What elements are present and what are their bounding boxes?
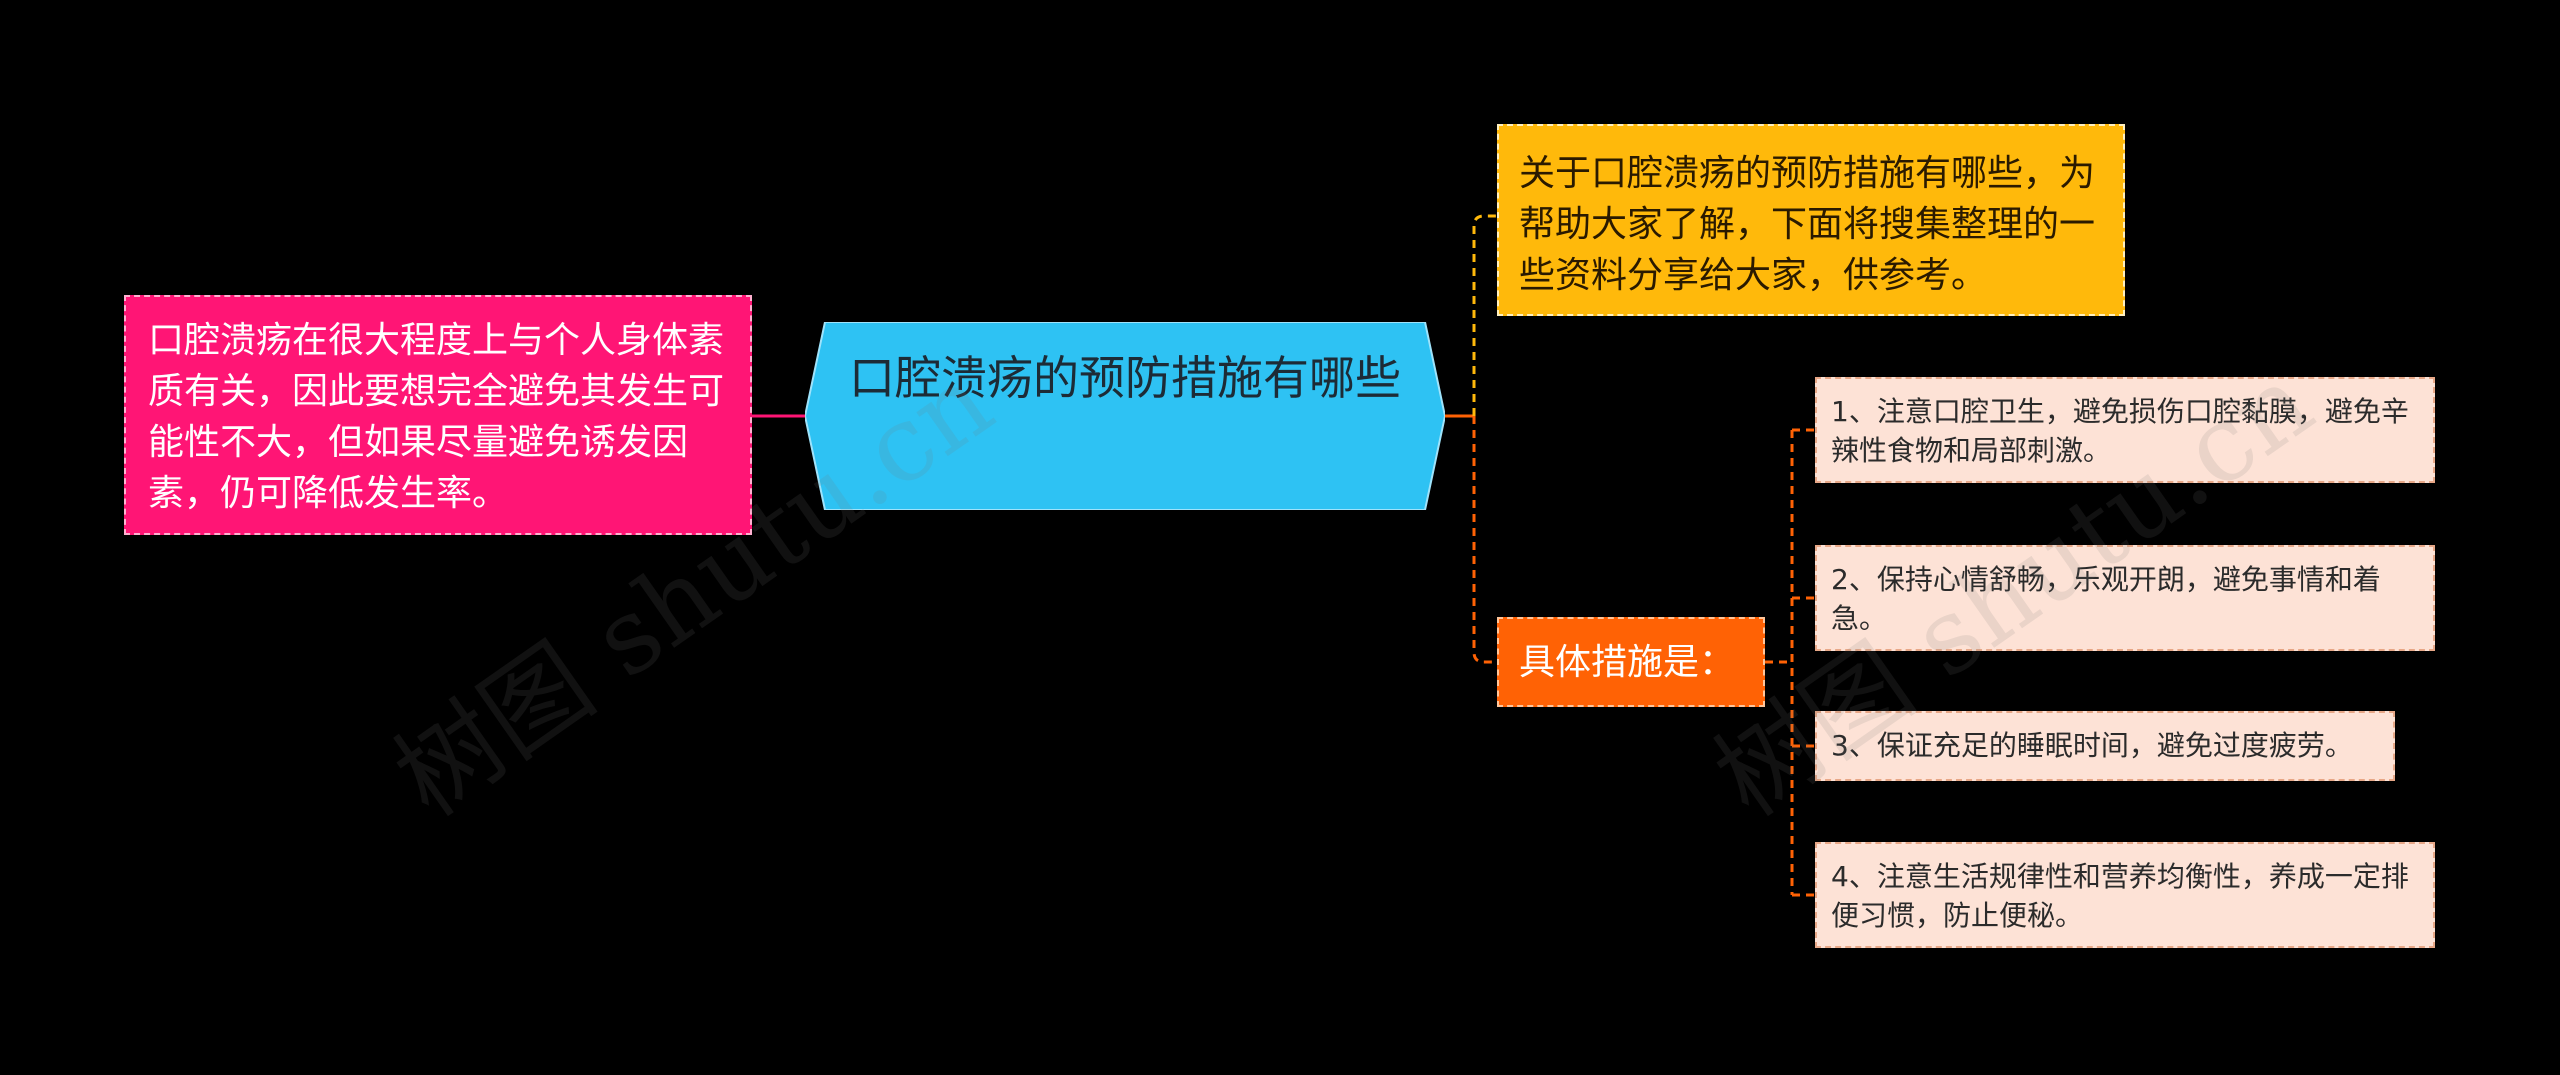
- measure-item-2-text: 2、保持心情舒畅，乐观开朗，避免事情和着急。: [1831, 563, 2381, 635]
- measure-item-4[interactable]: 4、注意生活规律性和营养均衡性，养成一定排便习惯，防止便秘。: [1815, 842, 2435, 948]
- central-node[interactable]: 口腔溃疡的预防措施有哪些: [805, 322, 1445, 510]
- measures-node[interactable]: 具体措施是：: [1497, 617, 1765, 707]
- measures-node-label: 具体措施是：: [1519, 642, 1736, 683]
- measure-item-3[interactable]: 3、保证充足的睡眠时间，避免过度疲劳。: [1815, 711, 2395, 781]
- central-node-label: 口腔溃疡的预防措施有哪些: [849, 351, 1401, 405]
- central-node-shape: [805, 322, 1445, 510]
- measure-item-2[interactable]: 2、保持心情舒畅，乐观开朗，避免事情和着急。: [1815, 545, 2435, 651]
- measure-item-1-text: 1、注意口腔卫生，避免损伤口腔黏膜，避免辛辣性食物和局部刺激。: [1831, 395, 2409, 467]
- left-node[interactable]: 口腔溃疡在很大程度上与个人身体素质有关，因此要想完全避免其发生可能性不大，但如果…: [124, 295, 752, 535]
- left-node-text: 口腔溃疡在很大程度上与个人身体素质有关，因此要想完全避免其发生可能性不大，但如果…: [148, 320, 725, 515]
- intro-node[interactable]: 关于口腔溃疡的预防措施有哪些，为帮助大家了解，下面将搜集整理的一些资料分享给大家…: [1497, 124, 2125, 316]
- measure-item-1[interactable]: 1、注意口腔卫生，避免损伤口腔黏膜，避免辛辣性食物和局部刺激。: [1815, 377, 2435, 483]
- measure-item-3-text: 3、保证充足的睡眠时间，避免过度疲劳。: [1831, 729, 2353, 762]
- connector-right-trunk: [1472, 214, 1497, 416]
- intro-node-text: 关于口腔溃疡的预防措施有哪些，为帮助大家了解，下面将搜集整理的一些资料分享给大家…: [1519, 153, 2096, 297]
- connector-right-lower: [1472, 416, 1497, 664]
- measure-item-4-text: 4、注意生活规律性和营养均衡性，养成一定排便习惯，防止便秘。: [1831, 860, 2409, 932]
